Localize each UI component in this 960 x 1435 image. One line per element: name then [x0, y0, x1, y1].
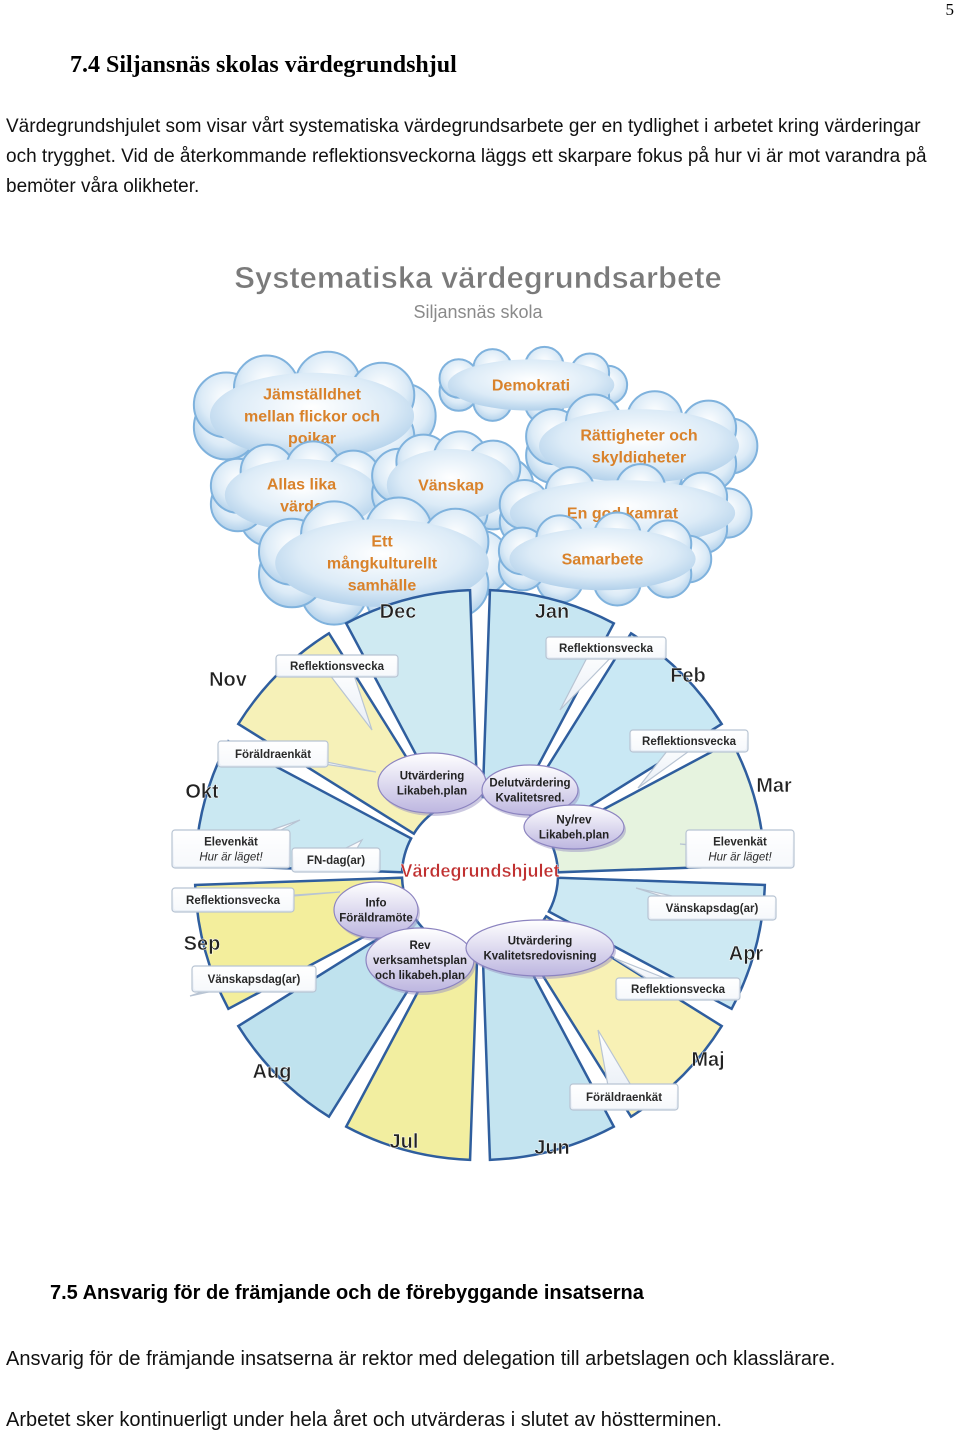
callout: Vänskapsdag(ar)	[189, 965, 317, 997]
month-label: Mar	[756, 775, 792, 797]
responsibility-paragraph: Ansvarig för de främjande insatserna är …	[6, 1348, 836, 1370]
cloud-label: Samarbete	[562, 552, 644, 569]
cloud-label: Demokrati	[492, 378, 570, 395]
callout: Reflektionsvecka	[613, 957, 741, 1001]
callout-label: Föräldraenkät	[235, 749, 311, 761]
wheel-center-label: Värdegrundshjulet	[400, 861, 559, 881]
month-label: Dec	[380, 601, 417, 623]
cloud: Samarbete	[497, 511, 713, 607]
callout-label: Reflektionsvecka	[290, 661, 385, 673]
callout-label: Vänskapsdag(ar)	[666, 903, 759, 915]
callout-label: Reflektionsvecka	[631, 984, 726, 996]
callout: Reflektionsvecka	[629, 729, 749, 789]
intro-paragraph: Värdegrundshjulet som visar vårt systema…	[6, 116, 927, 197]
callout: Vänskapsdag(ar)	[635, 887, 777, 921]
month-label: Nov	[209, 669, 248, 691]
callout-label: Reflektionsvecka	[642, 736, 737, 748]
callout: Reflektionsvecka	[171, 887, 341, 913]
month-label: Sep	[184, 933, 221, 955]
callout-label: Reflektionsvecka	[186, 895, 281, 907]
callout-label: FN-dag(ar)	[307, 855, 365, 867]
callout-label: Reflektionsvecka	[559, 643, 654, 655]
section-heading-7-5: 7.5 Ansvarig för de främjande och de för…	[50, 1282, 644, 1304]
callout: Föräldraenkät	[569, 1029, 679, 1111]
diagram-subtitle: Siljansnäs skola	[413, 302, 543, 322]
section-heading-7-4: 7.4 Siljansnäs skolas värdegrundshjul	[70, 52, 457, 78]
month-label: Okt	[185, 781, 219, 803]
callout-label: Föräldraenkät	[586, 1092, 662, 1104]
month-label: Apr	[729, 943, 764, 965]
evaluation-paragraph: Arbetet sker kontinuerligt under hela år…	[6, 1409, 722, 1431]
page-number: 5	[945, 0, 955, 19]
month-label: Jul	[390, 1131, 419, 1153]
month-label: Aug	[253, 1061, 292, 1083]
diagram-title: Systematiska värdegrundsarbete	[234, 260, 722, 295]
values-wheel-diagram: Systematiska värdegrundsarbete Siljansnä…	[171, 260, 795, 1162]
callout: FN-dag(ar)	[291, 838, 381, 873]
callout: Reflektionsvecka	[275, 654, 399, 731]
cloud-label: Vänskap	[418, 478, 484, 495]
wheel-hub	[404, 799, 556, 951]
month-label: Feb	[670, 665, 706, 687]
month-label: Jan	[535, 601, 569, 623]
month-label: Maj	[691, 1049, 724, 1071]
callout: Föräldraenkät	[217, 740, 377, 773]
callout: Reflektionsvecka	[545, 636, 667, 711]
callout-group: ReflektionsveckaReflektionsveckaFöräldra…	[171, 636, 795, 1111]
month-label: Jun	[534, 1137, 570, 1159]
callout-label: Vänskapsdag(ar)	[208, 974, 301, 986]
